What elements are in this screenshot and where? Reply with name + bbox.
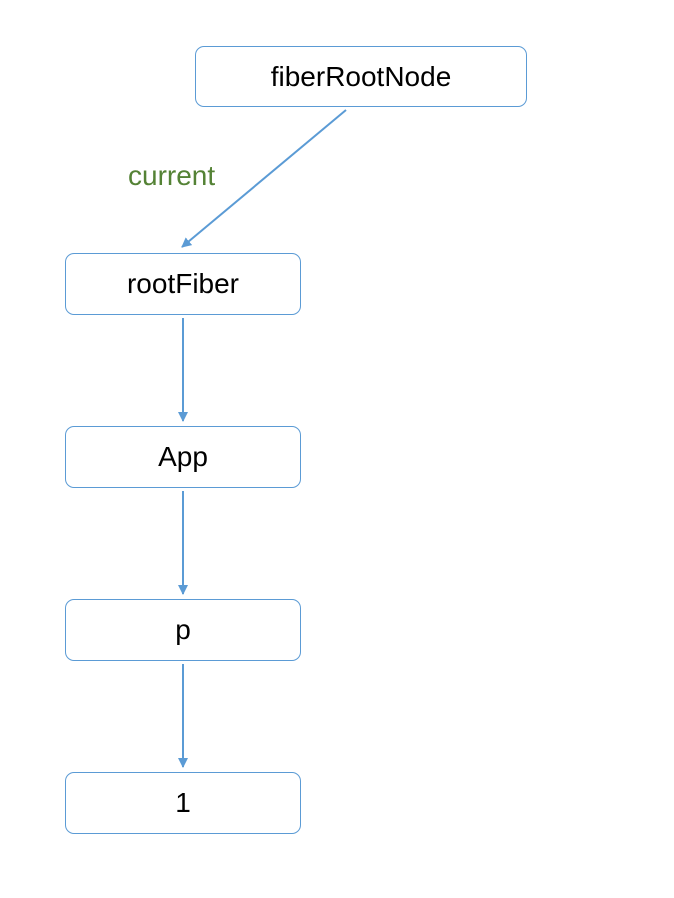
node-p: p xyxy=(65,599,301,661)
node-label: 1 xyxy=(175,787,191,818)
node-label: p xyxy=(175,614,191,645)
node-label: fiberRootNode xyxy=(270,60,452,92)
current-edge-label: current xyxy=(128,160,216,191)
node-one: 1 xyxy=(65,772,301,834)
node-fiber-root-node: fiberRootNode xyxy=(195,46,527,107)
node-root-fiber: rootFiber xyxy=(65,253,301,315)
arrow-fiberrootnode-to-rootfiber xyxy=(181,109,347,248)
node-app: App xyxy=(65,426,301,488)
node-label: App xyxy=(158,441,208,472)
node-label: rootFiber xyxy=(126,268,240,299)
